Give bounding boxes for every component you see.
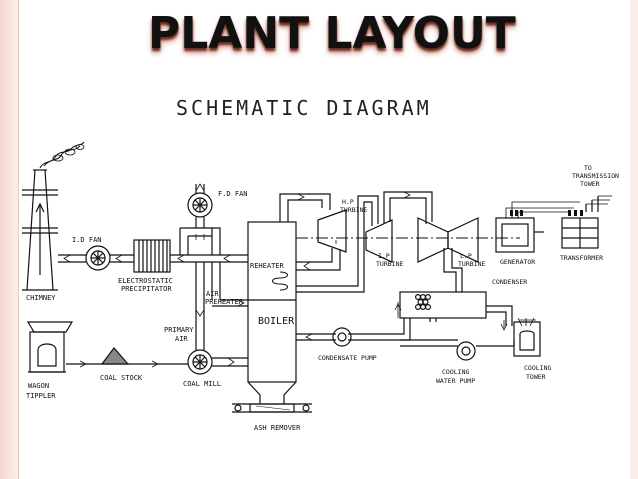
condensate-pump-label: CONDENSATE PUMP [318,354,377,362]
wagon-label-1: WAGON [28,382,49,390]
lp-turbine-label-2: TURBINE [458,260,485,268]
transformer [561,195,612,249]
hp-turbine-label-1: H.P [342,198,354,206]
cooling-tower-label-1: COOLING [524,364,551,372]
generator [495,217,544,253]
id-fan [85,245,111,271]
transmission-label-2: TRANSMISSION [572,172,619,180]
wagon-label-2: TIPPLER [26,392,56,400]
fd-fan-label: F.D FAN [218,190,248,198]
hp-turbine [317,209,347,253]
diagram-subtitle: SCHEMATIC DIAGRAM [176,96,432,120]
ip-turbine-label-1: I.P [378,252,390,260]
cw-pump-label-2: WATER PUMP [436,377,475,385]
hp-turbine-label-2: TURBINE [340,206,367,214]
ip-turbine [365,219,393,263]
air-preheater-label-2: PREHEATER [205,298,244,306]
cw-pump-label-1: COOLING [442,368,469,376]
reheater-label: REHEATER [250,262,285,270]
electrostatic-precipitator [133,239,171,273]
ip-turbine-label-2: TURBINE [376,260,403,268]
coal-mill-label: COAL MILL [183,380,221,388]
slide-left-border [0,0,19,479]
air-preheater-label-1: AIR [206,290,219,298]
primary-air-label-2: AIR [175,335,188,343]
coal-stock [100,347,130,365]
cooling-water-pump [456,341,476,361]
primary-air-label-1: PRIMARY [164,326,194,334]
ash-remover-label: ASH REMOVER [254,424,301,432]
generator-label: GENERATOR [500,258,535,266]
transformer-label: TRANSFORMER [560,254,603,262]
lp-turbine [417,217,479,263]
id-fan-label: I.D FAN [72,236,102,244]
esp-label-2: PRECIPITATOR [121,285,172,293]
coal-mill [187,349,213,375]
fd-fan [187,183,213,218]
transmission-label-3: TOWER [580,180,600,188]
transmission-label-1: TO [584,164,592,172]
chimney-label: CHIMNEY [26,294,56,302]
cooling-tower [513,317,541,357]
coal-stock-label: COAL STOCK [100,374,143,382]
boiler [232,221,312,413]
cooling-tower-label-2: TOWER [526,373,546,381]
condenser-label: CONDENSER [492,278,527,286]
condensate-pump [332,327,352,347]
boiler-label: BOILER [258,316,295,327]
esp-label-1: ELECTROSTATIC [118,277,173,285]
wagon-tippler [26,321,74,373]
condenser [399,291,487,319]
chimney [22,141,85,291]
slide-right-border [630,0,638,479]
page-title: PLANT LAYOUT [148,8,516,59]
lp-turbine-label-1: L.P [460,252,472,260]
